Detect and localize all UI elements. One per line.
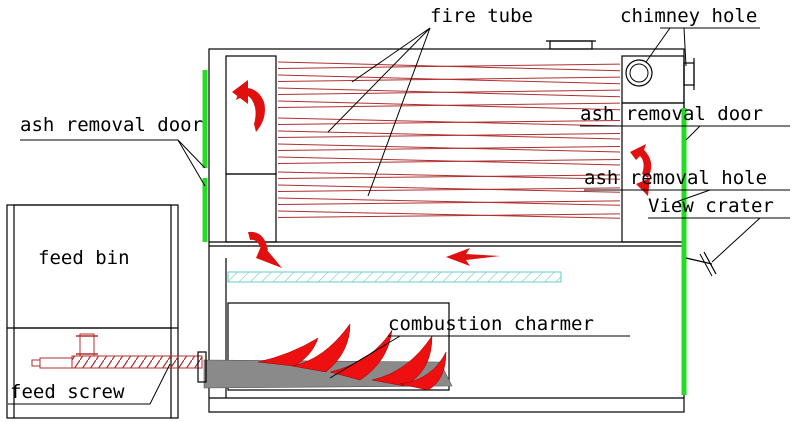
left-header-box-top [225,55,277,175]
fire-tube-19 [277,187,621,192]
feed-screw-coil [71,355,203,369]
fire-tube-18 [277,184,621,193]
feed-bin [6,204,179,419]
left-header-box-bottom [225,173,277,243]
flow-arrow-right-lower [636,178,650,196]
fire-tube-bundle [277,61,621,219]
label-ash-removal-hole: ash removal hole [584,167,767,189]
label-combustion-chamber: combustion charmer [388,313,594,335]
fire-tube-5 [277,89,621,95]
chimney-outlet-inner [629,63,649,83]
feed-screw-shaft [31,359,41,367]
fire-tube-9 [277,120,621,125]
flow-arrow-center [446,248,500,266]
flames [257,323,447,391]
flame-5 [399,351,447,391]
fire-tube-11 [277,133,621,138]
label-ash-removal-door-right: ash removal door [580,103,763,125]
feed-screw-motor [39,357,73,369]
fire-tube-20 [277,197,621,206]
fire-tube-1 [277,63,621,69]
label-ash-removal-door-left: ash removal door [20,114,203,136]
fire-tube-7 [277,102,621,108]
flow-arrow-upper-left [236,87,265,132]
chimney-pipe [683,62,695,86]
flow-arrow-upper-left-head [232,80,248,104]
fire-tube-15 [277,159,621,164]
chimney-outlet-circle [625,59,653,87]
top-nozzle [549,40,593,50]
fire-tube-13 [277,146,621,151]
label-fire-tube: fire tube [430,5,533,27]
view-crater [685,251,717,277]
feed-inlet [79,333,95,357]
flow-arrow-lower-left-head [256,244,282,268]
feed-screw-flange [197,351,207,383]
feed-screw-assembly [31,333,207,383]
label-view-crater: View crater [648,195,774,217]
label-feed-screw: feed screw [10,381,125,403]
fire-tube-22 [277,210,621,219]
label-chimney-hole: chimney hole [620,5,757,27]
grate [227,271,562,283]
flow-arrows [232,80,652,268]
flow-arrow-right-upper [630,144,652,178]
fire-tube-21 [277,200,621,205]
combustion-chamber-box [227,302,450,391]
flame-1 [257,337,319,367]
fire-tube-17 [277,174,621,179]
fire-tube-3 [277,76,621,82]
label-feed-bin: feed bin [38,247,130,269]
fire-tube-16 [277,171,621,180]
leader-lines [8,27,790,405]
flame-2 [291,323,351,373]
fire-tube-23 [277,213,621,218]
